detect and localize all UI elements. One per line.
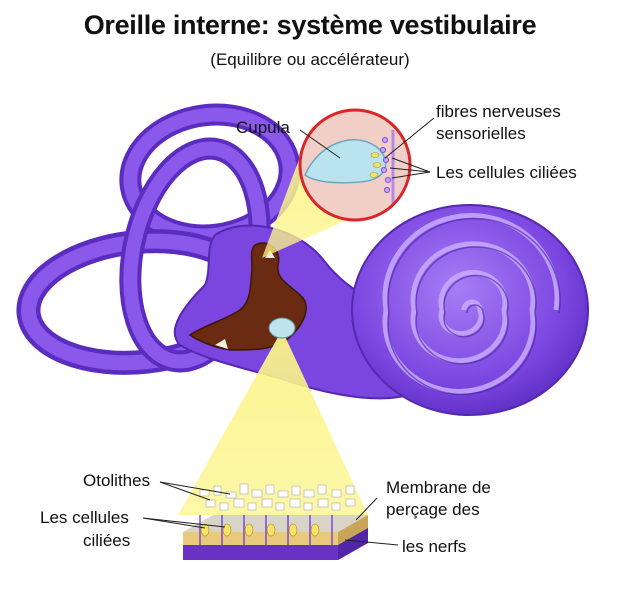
leader-lines bbox=[142, 117, 435, 546]
label-fibres-line2: sensorielles bbox=[436, 124, 526, 143]
page-subtitle: (Equilibre ou accélérateur) bbox=[210, 50, 410, 69]
label-cellules-top: Les cellules ciliées bbox=[436, 163, 577, 182]
page-title: Oreille interne: système vestibulaire bbox=[83, 10, 537, 40]
label-cellules-bottom-line2: ciliées bbox=[83, 531, 131, 550]
macula bbox=[268, 317, 296, 339]
macula-beam bbox=[178, 330, 368, 515]
macula-zoom bbox=[183, 483, 368, 560]
label-membrane-line1: Membrane de bbox=[386, 478, 491, 497]
label-otolithes: Otolithes bbox=[83, 471, 151, 490]
label-cupula: Cupula bbox=[236, 118, 290, 137]
cochlea bbox=[351, 204, 589, 416]
label-cellules-bottom-line1: Les cellules bbox=[40, 508, 129, 527]
label-fibres-line1: fibres nerveuses bbox=[436, 102, 561, 121]
cupula-zoom bbox=[298, 108, 412, 222]
semicircular-canals bbox=[16, 103, 301, 375]
label-nerfs: les nerfs bbox=[402, 537, 467, 556]
label-membrane-line2: perçage des bbox=[386, 500, 480, 519]
